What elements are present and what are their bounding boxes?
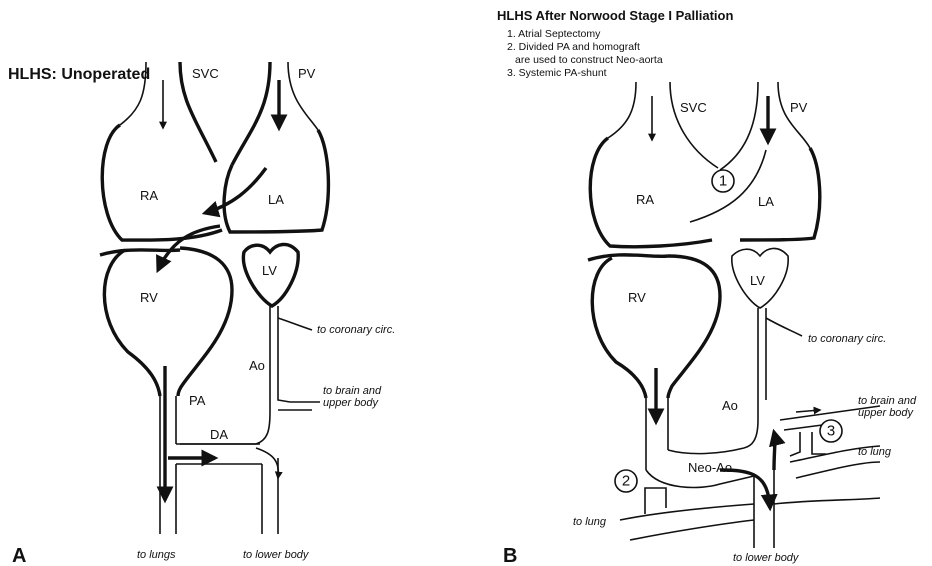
panel-a-rv-label: RV [140, 290, 158, 305]
panel-b-pv-label: PV [790, 100, 808, 115]
panel-b-coronary-text: to coronary circ. [808, 333, 886, 345]
panel-a: HLHS: Unoperated A [8, 62, 395, 566]
panel-b-letter: B [503, 545, 517, 566]
panel-a-brain-text-1: to brain and [323, 385, 382, 397]
panel-a-pa-label: PA [189, 393, 206, 408]
panel-a-lungs-text: to lungs [137, 549, 176, 561]
panel-a-da-label: DA [210, 427, 228, 442]
marker-1-label: 1 [719, 173, 727, 190]
panel-b-step-2: 2. Divided PA and homograft [507, 41, 640, 53]
panel-b-lower-body-text: to lower body [733, 552, 800, 564]
panel-a-ra-label: RA [140, 188, 158, 203]
panel-b-title: HLHS After Norwood Stage I Palliation [497, 8, 733, 23]
panel-a-la-label: LA [268, 192, 284, 207]
panel-b-rv-label: RV [628, 290, 646, 305]
panel-a-ao-label: Ao [249, 358, 265, 373]
panel-b-brain-text-1: to brain and [858, 395, 917, 407]
marker-2-label: 2 [622, 473, 630, 490]
panel-a-brain-text-2: upper body [323, 397, 380, 409]
panel-b-la-label: LA [758, 194, 774, 209]
panel-b-step-3: 3. Systemic PA-shunt [507, 67, 607, 79]
panel-b: HLHS After Norwood Stage I Palliation 1.… [497, 8, 917, 566]
panel-b-svc-label: SVC [680, 100, 707, 115]
panel-b-lung-right-text: to lung [858, 446, 892, 458]
panel-b-lung-left-text: to lung [573, 516, 607, 528]
panel-a-coronary-text: to coronary circ. [317, 324, 395, 336]
panel-a-pv-label: PV [298, 66, 316, 81]
panel-b-lv-label: LV [750, 273, 765, 288]
panel-a-heart-drawing [100, 62, 328, 534]
panel-b-step-2b: are used to construct Neo-aorta [515, 54, 663, 66]
panel-b-step-1: 1. Atrial Septectomy [507, 28, 601, 40]
panel-a-lv-label: LV [262, 263, 277, 278]
panel-a-lower-body-text: to lower body [243, 549, 310, 561]
panel-b-neo-ao-label: Neo-Ao [688, 460, 732, 475]
panel-a-letter: A [12, 545, 26, 566]
panel-b-ra-label: RA [636, 192, 654, 207]
marker-3-label: 3 [827, 423, 835, 440]
panel-b-brain-text-2: upper body [858, 407, 915, 419]
panel-b-ao-label: Ao [722, 398, 738, 413]
panel-a-title: HLHS: Unoperated [8, 66, 150, 83]
panel-a-svc-label: SVC [192, 66, 219, 81]
